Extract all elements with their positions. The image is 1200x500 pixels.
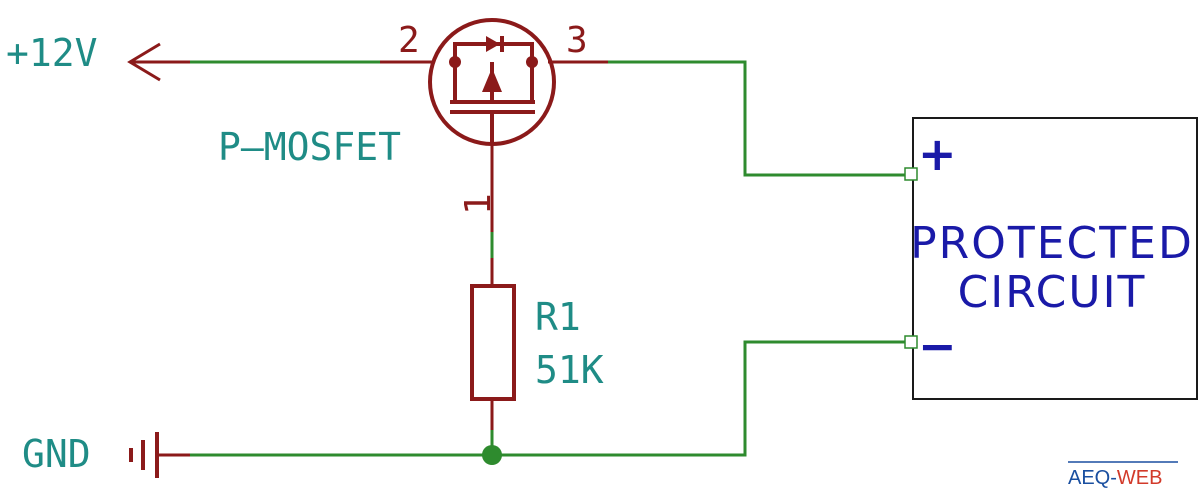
wire-gnd-to-minus: [492, 340, 905, 457]
minus-terminal: [904, 335, 918, 349]
mosfet-label: P—MOSFET: [218, 125, 401, 169]
logo-part1: AEQ-: [1068, 467, 1117, 489]
plus-terminal: [904, 167, 918, 181]
block-text-line1: PROTECTED: [910, 218, 1194, 269]
plus-sign: +: [918, 127, 957, 181]
resistor-ref-label: R1: [535, 295, 581, 339]
vcc-label: +12V: [6, 31, 98, 75]
svg-text:AEQ-WEB: AEQ-WEB: [1068, 467, 1162, 489]
power-arrow-icon: [127, 42, 190, 82]
logo-part2: WEB: [1117, 467, 1163, 489]
junction-dot: [482, 445, 502, 465]
minus-sign: −: [918, 319, 957, 373]
resistor-value-label: 51K: [535, 348, 604, 392]
resistor-symbol: [470, 284, 516, 401]
protected-circuit-block: [912, 117, 1198, 400]
pin-number-2: 2: [398, 20, 420, 61]
pin-number-3: 3: [566, 20, 588, 61]
ground-icon: [129, 432, 190, 478]
pin-number-1: 1: [458, 193, 499, 215]
block-text-line2: CIRCUIT: [958, 267, 1147, 318]
p-mosfet-symbol: [428, 18, 556, 146]
aeq-web-logo: AEQ-WEB: [1068, 461, 1178, 489]
gnd-label: GND: [22, 432, 91, 476]
wire-drain-to-plus: [608, 60, 905, 177]
